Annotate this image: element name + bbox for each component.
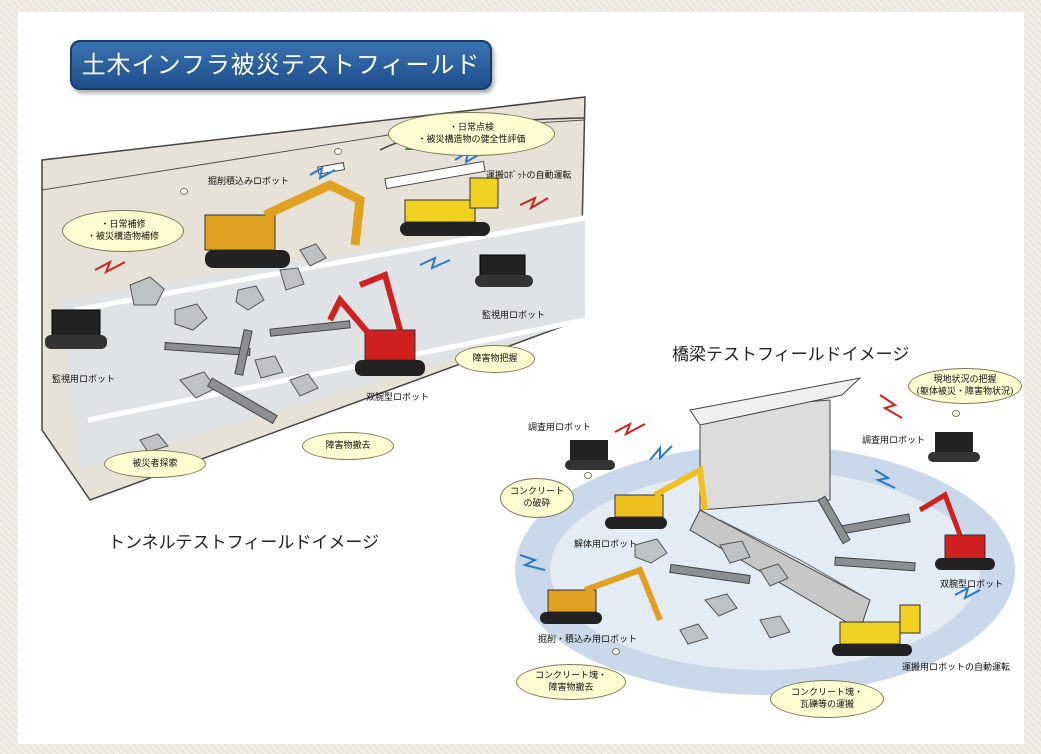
- thought-dot: [180, 188, 188, 195]
- bridge-dual-arm-robot-label: 双腕型ロボット: [940, 580, 1004, 590]
- tunnel-dual-arm-robot-label: 双腕型ロボット: [366, 393, 430, 403]
- cloud-concrete-crush-line-2: の破砕: [523, 499, 551, 509]
- page-title: 土木インフラ被災テストフィールド: [81, 51, 481, 79]
- bridge-scene-illustration: [515, 377, 1015, 695]
- bridge-demolish-robot-label: 解体用ロボット: [574, 540, 638, 550]
- cloud-inspection: ・日常点検 ・被災構造物の健全性評価: [388, 112, 555, 156]
- tunnel-monitor-robot-right-label: 監視用ロボット: [482, 311, 546, 321]
- cloud-obstacle-grasp: 障害物把握: [455, 345, 535, 373]
- bridge-survey-robot-right-label: 調査用ロボット: [862, 436, 926, 446]
- cloud-concrete-crush: コンクリート の破砕: [500, 478, 574, 518]
- cloud-debris-removal: コンクリート塊・ 障害物撤去: [516, 664, 626, 700]
- bridge-survey-robot-left-label: 調査用ロボット: [528, 423, 592, 433]
- cloud-debris-removal-line-1: コンクリート塊・: [534, 671, 607, 681]
- cloud-inspection-line-2: ・被災構造物の健全性評価: [417, 135, 526, 145]
- cloud-site-status-line-1: 現地状況の把握: [933, 375, 997, 385]
- bridge-caption: 橋梁テストフィールドイメージ: [672, 345, 910, 365]
- page-title-banner: 土木インフラ被災テストフィールド: [70, 40, 492, 90]
- thought-dot: [584, 472, 592, 479]
- tunnel-scene-illustration: [41, 96, 586, 501]
- bridge-transport-robot-label: 運搬用ロボットの自動運転: [902, 663, 1011, 673]
- thought-dot: [952, 410, 960, 417]
- cloud-repair-line-1: ・日常補修: [100, 220, 146, 230]
- cloud-debris-removal-line-2: 障害物撤去: [548, 683, 594, 693]
- cloud-victim-search: 被災者探索: [104, 450, 206, 478]
- cloud-inspection-line-1: ・日常点検: [448, 123, 494, 133]
- cloud-concrete-crush-line-1: コンクリート: [509, 487, 564, 497]
- tunnel-transport-robot-label: 運搬ﾛﾎﾞｯﾄの自動運転: [486, 171, 572, 181]
- tunnel-monitor-robot-left-label: 監視用ロボット: [52, 375, 116, 385]
- cloud-debris-transport: コンクリート塊・ 瓦礫等の運搬: [770, 680, 884, 718]
- tunnel-excavate-robot-label: 掘削積込みロボット: [208, 177, 290, 187]
- cloud-obstacle-removal: 障害物撤去: [302, 432, 394, 460]
- tunnel-caption: トンネルテストフィールドイメージ: [108, 533, 379, 553]
- cloud-repair-line-2: ・被災構造物補修: [86, 232, 159, 242]
- cloud-site-status: 現地状況の把握 (躯体被災・障害物状況): [908, 368, 1022, 404]
- cloud-repair: ・日常補修 ・被災構造物補修: [62, 210, 184, 252]
- cloud-debris-transport-line-2: 瓦礫等の運搬: [799, 700, 854, 710]
- bridge-excavate-robot-label: 掘削・積込み用ロボット: [538, 635, 638, 645]
- cloud-debris-transport-line-1: コンクリート塊・: [790, 688, 863, 698]
- thought-dot: [334, 148, 342, 155]
- thought-dot: [612, 648, 620, 655]
- cloud-site-status-line-2: (躯体被災・障害物状況): [916, 387, 1014, 397]
